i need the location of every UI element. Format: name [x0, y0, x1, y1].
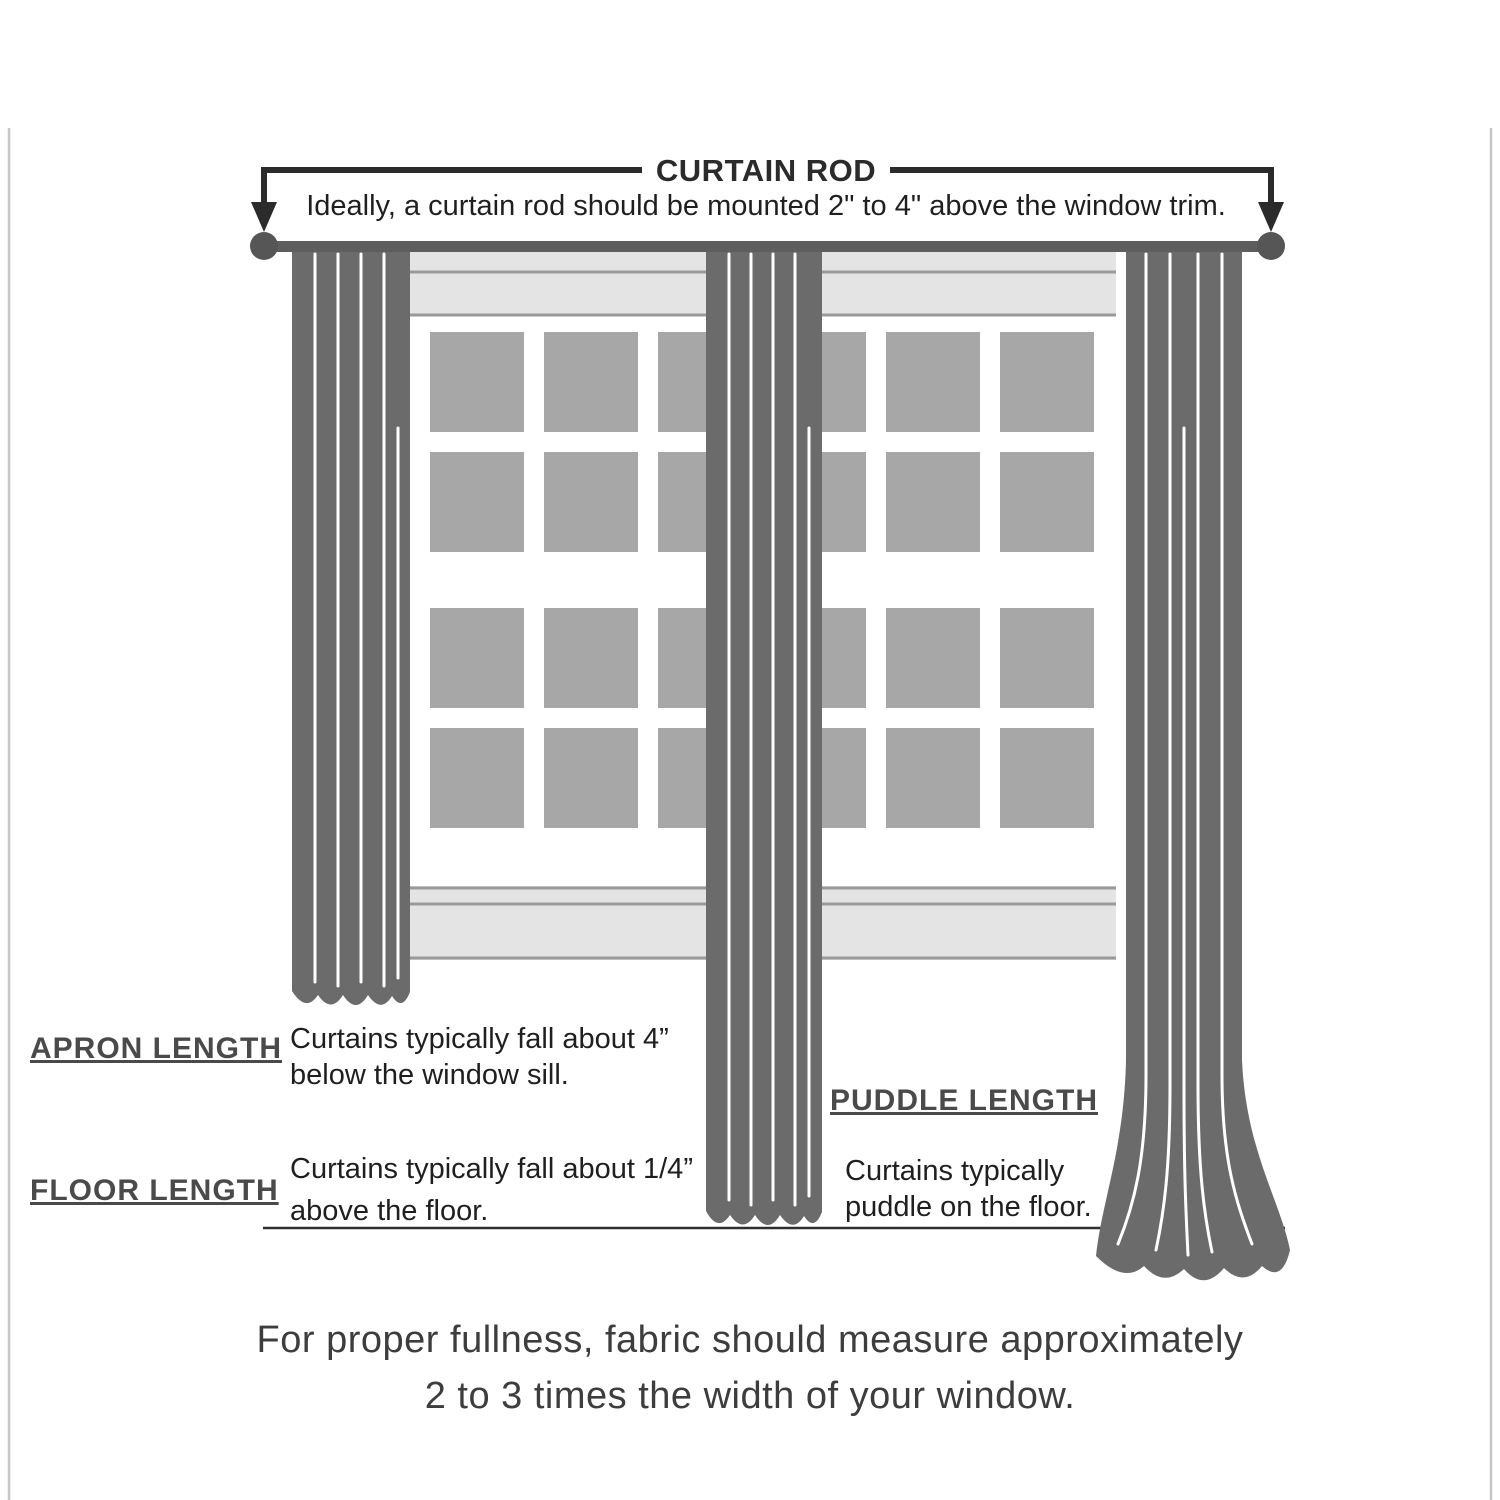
rod-finial-left	[250, 232, 278, 260]
apron-length-note-line1: Curtains typically fall about 4”	[290, 1023, 669, 1055]
fullness-caption: For proper fullness, fabric should measu…	[257, 1319, 1244, 1417]
curtains	[292, 246, 1290, 1281]
curtain-rod-note: Ideally, a curtain rod should be mounted…	[306, 190, 1226, 222]
apron-length-label: APRON LENGTH	[30, 1032, 282, 1065]
window-pane	[1000, 608, 1094, 708]
puddle-length-curtain	[1096, 246, 1290, 1281]
rod-bar	[260, 241, 1272, 252]
apron-curtain-panel	[292, 246, 410, 1005]
apron-length-curtain	[292, 246, 410, 1005]
down-arrow-icon	[251, 202, 277, 232]
floor-length-curtain	[706, 246, 822, 1225]
floor-length-label: FLOOR LENGTH	[30, 1174, 279, 1207]
puddle-curtain-panel	[1096, 246, 1290, 1281]
curtain-fold-lines	[1116, 252, 1254, 1257]
window-pane	[1000, 332, 1094, 432]
floor-length-note-line2: above the floor.	[290, 1195, 488, 1227]
window-pane	[430, 728, 524, 828]
curtain-rod	[250, 232, 1285, 260]
window-pane	[886, 728, 980, 828]
window-pane	[886, 452, 980, 552]
window-pane	[1000, 452, 1094, 552]
puddle-length-label: PUDDLE LENGTH	[830, 1084, 1098, 1117]
floor-length-note-line1: Curtains typically fall about 1/4”	[290, 1153, 693, 1185]
curtain-rod-callout: CURTAIN ROD Ideally, a curtain rod shoul…	[251, 153, 1284, 232]
window-pane	[544, 452, 638, 552]
window-pane	[430, 608, 524, 708]
caption-line2: 2 to 3 times the width of your window.	[425, 1375, 1076, 1417]
curtain-fold-lines	[313, 252, 400, 988]
window-pane	[886, 608, 980, 708]
curtain-fold-lines	[727, 252, 811, 1207]
page-edge-lines	[7, 128, 1493, 1500]
callout-bracket-right	[890, 167, 1274, 206]
apron-length-note-line2: below the window sill.	[290, 1059, 569, 1091]
callout-bracket-left	[261, 167, 642, 206]
window-pane	[1000, 728, 1094, 828]
window-pane	[544, 728, 638, 828]
caption-line1: For proper fullness, fabric should measu…	[257, 1319, 1244, 1361]
window-pane	[544, 332, 638, 432]
window-pane	[430, 332, 524, 432]
window-pane	[544, 608, 638, 708]
puddle-length-note-line1: Curtains typically	[845, 1155, 1065, 1187]
down-arrow-icon	[1258, 202, 1284, 232]
rod-finial-right	[1257, 232, 1285, 260]
curtain-rod-title: CURTAIN ROD	[656, 153, 876, 188]
length-annotations: APRON LENGTH Curtains typically fall abo…	[30, 1023, 1098, 1227]
floor-curtain-panel	[706, 246, 822, 1225]
puddle-length-note-line2: puddle on the floor.	[845, 1191, 1092, 1223]
window-pane	[886, 332, 980, 432]
window-pane	[430, 452, 524, 552]
